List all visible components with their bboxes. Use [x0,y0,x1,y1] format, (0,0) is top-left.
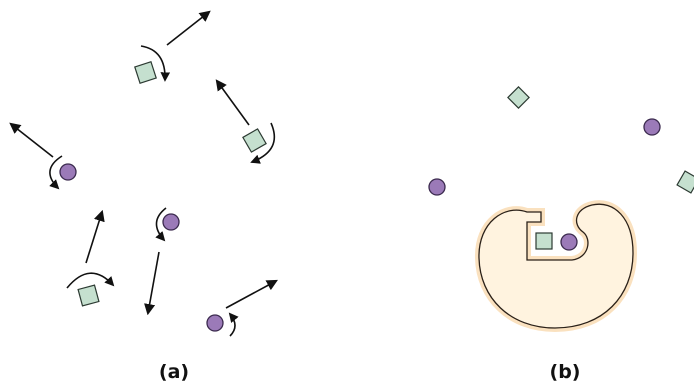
rotation-arrow-icon [250,122,276,164]
square-substrate-icon [242,128,267,153]
circle-substrate-icon [59,163,77,181]
square-substrate-icon [134,61,157,84]
square-molecule-1 [134,10,211,84]
motion-arrow [215,79,250,126]
panel-b: (b) [428,86,694,383]
panel-a-label: (a) [159,361,189,383]
circle-molecule-2 [144,207,180,316]
motion-arrow [9,122,54,158]
square-substrate-icon [676,170,694,194]
square-substrate-icon [507,86,530,109]
circle-molecule-3 [206,279,278,337]
enzyme-body [478,203,634,329]
bound-circle-substrate-icon [560,233,578,251]
rotation-arrow-icon [228,312,239,337]
rotation-arrow-icon [140,45,171,82]
circle-substrate-icon [643,118,661,136]
motion-arrow [225,279,278,309]
rotation-arrow-icon [155,207,167,242]
circle-substrate-icon [162,213,180,231]
panel-b-label: (b) [550,361,581,383]
circle-molecule-1 [9,122,77,190]
panel-a: (a) [9,10,278,383]
motion-arrow [166,10,211,46]
motion-arrow [85,209,105,264]
enzyme-icon [474,200,638,333]
motion-arrow [144,251,160,316]
square-molecule-3 [66,209,115,307]
square-molecule-2 [215,79,276,164]
rotation-arrow-icon [66,272,115,289]
circle-substrate-icon [428,178,446,196]
bound-square-substrate-icon [535,232,553,250]
square-substrate-icon [77,284,100,307]
circle-substrate-icon [206,314,224,332]
rotation-arrow-icon [49,155,63,190]
